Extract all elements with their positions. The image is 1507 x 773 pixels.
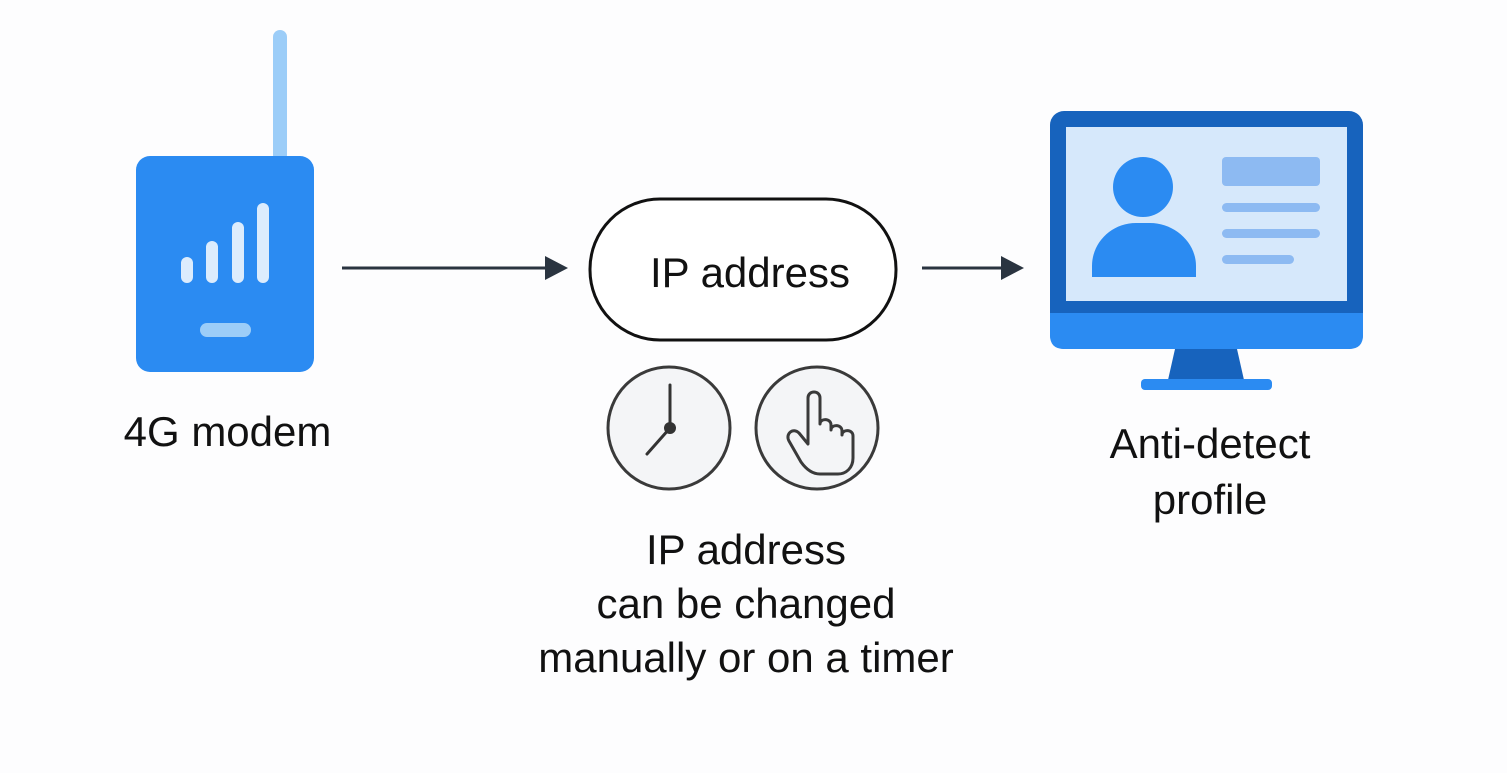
profile-label: Anti-detect profile xyxy=(1060,416,1360,528)
profile-text-line-1 xyxy=(1222,203,1320,212)
modem-label: 4G modem xyxy=(123,408,332,455)
monitor-profile-icon xyxy=(1050,111,1363,390)
modem-icon xyxy=(136,30,314,372)
caption-line-3: manually or on a timer xyxy=(538,634,954,681)
pointing-hand-icon xyxy=(754,365,880,491)
profile-label-line-2: profile xyxy=(1152,476,1268,523)
monitor-stand xyxy=(1168,349,1244,380)
profile-label-line-1: Anti-detect xyxy=(1109,420,1311,467)
modem-antenna xyxy=(273,30,287,162)
profile-text-line-3 xyxy=(1222,255,1294,264)
arrow-ip-to-profile xyxy=(922,256,1024,280)
profile-text-line-2 xyxy=(1222,229,1320,238)
avatar-icon xyxy=(1092,157,1196,277)
signal-bars-icon xyxy=(181,203,269,283)
arrow-modem-to-ip xyxy=(342,256,568,280)
ip-change-caption: IP address can be changed manually or on… xyxy=(446,523,1046,685)
modem-status-led xyxy=(200,323,251,337)
caption-line-2: can be changed xyxy=(596,580,896,627)
caption-line-1: IP address xyxy=(645,526,846,573)
monitor-base xyxy=(1141,379,1272,390)
monitor-bezel-bottom xyxy=(1050,313,1363,349)
ip-address-node xyxy=(588,197,898,342)
ip-address-label: IP address xyxy=(649,249,850,296)
profile-text-block xyxy=(1222,157,1320,186)
modem-body xyxy=(136,156,314,372)
clock-icon xyxy=(606,365,732,491)
